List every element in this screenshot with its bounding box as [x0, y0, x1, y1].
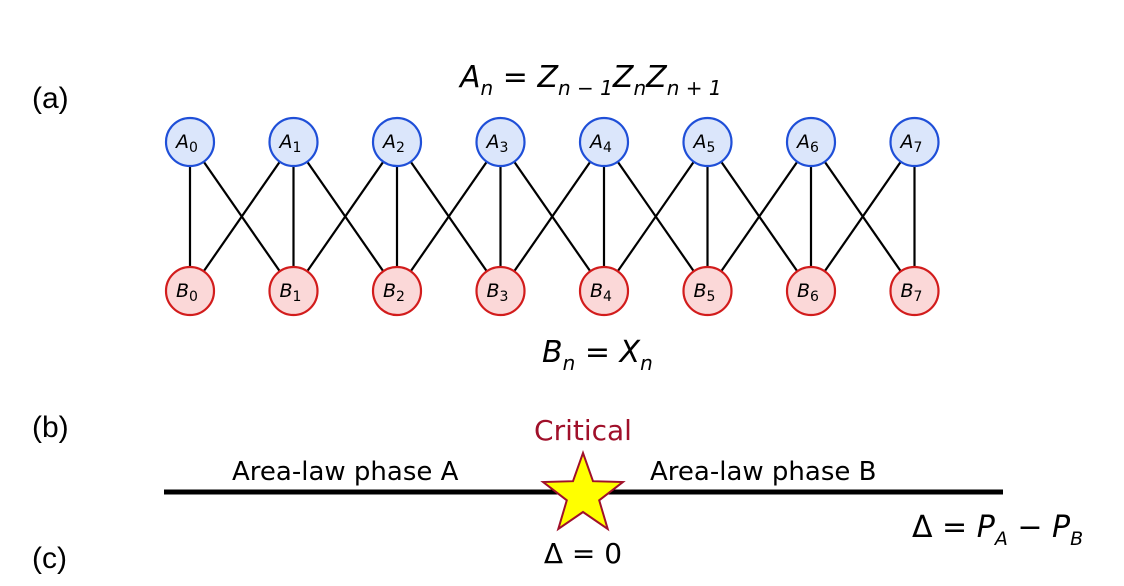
- phase-a-label: Area-law phase A: [232, 457, 459, 487]
- node-a2-label: A2: [381, 131, 405, 156]
- node-a7-label: A7: [899, 131, 923, 156]
- node-b7: B7: [889, 265, 940, 317]
- node-a6-circle: [785, 116, 837, 168]
- node-a4-label: A4: [588, 131, 612, 156]
- formula-a-s1: n − 1: [558, 76, 613, 100]
- node-b6: B6: [785, 265, 837, 317]
- formula-b-base: B: [542, 335, 563, 370]
- formula-b-x: X: [618, 335, 642, 370]
- node-b2-circle: [371, 265, 423, 317]
- formula-a-eq: =: [493, 60, 537, 95]
- node-b4: B4: [578, 265, 630, 317]
- node-b5-circle: [682, 265, 733, 317]
- node-a0-label: A0: [174, 131, 198, 156]
- edge-a7-b6: [810, 141, 916, 292]
- node-a4: A4: [578, 116, 630, 168]
- formula-b-xsub: n: [640, 351, 653, 375]
- node-a0: A0: [164, 116, 216, 168]
- formula-b-eq: =: [575, 335, 619, 370]
- critical-label: Critical: [534, 414, 632, 447]
- node-b2-label: B2: [383, 280, 405, 305]
- node-a4-circle: [578, 116, 630, 168]
- node-b6-circle: [785, 265, 837, 317]
- node-a0-circle: [164, 116, 216, 168]
- node-a6-label: A6: [795, 131, 819, 156]
- panel-label-b: (b): [32, 411, 69, 444]
- panel-label-a: (a): [32, 82, 69, 115]
- node-b7-label: B7: [901, 280, 923, 305]
- edge-a2-b1: [292, 141, 398, 292]
- critical-star-icon: [540, 450, 626, 532]
- node-b1-label: B1: [280, 280, 302, 305]
- formula-a-z3: Z: [645, 60, 668, 95]
- node-b2: B2: [371, 265, 423, 317]
- node-a7-circle: [889, 116, 940, 168]
- node-b4-circle: [578, 265, 630, 317]
- order-param-lhs: Δ =: [912, 510, 977, 545]
- node-b0-label: B0: [176, 280, 198, 305]
- formula-a-base: A: [458, 60, 481, 95]
- formula-a-z1: Z: [536, 60, 559, 95]
- formula-b: Bn = Xn: [542, 335, 653, 375]
- formula-a-s3: n + 1: [667, 76, 722, 100]
- node-b1-circle: [268, 265, 319, 317]
- node-a7: A7: [889, 116, 940, 168]
- node-b3-circle: [475, 265, 526, 317]
- order-parameter: Δ = PA − PB: [912, 510, 1083, 550]
- node-a6: A6: [785, 116, 837, 168]
- node-b3: B3: [475, 265, 526, 317]
- node-a5-circle: [682, 116, 733, 168]
- node-a3-label: A3: [485, 131, 509, 156]
- node-a1: A1: [268, 116, 319, 168]
- formula-b-sub: n: [563, 351, 576, 375]
- node-a1-circle: [268, 116, 319, 168]
- node-a2-circle: [371, 116, 423, 168]
- panel-label-c: (c): [32, 542, 67, 575]
- node-b0-circle: [164, 265, 216, 317]
- node-a3: A3: [475, 116, 526, 168]
- phase-b-label: Area-law phase B: [650, 457, 876, 487]
- node-a5: A5: [682, 116, 733, 168]
- order-param-minus: −: [1008, 510, 1052, 545]
- node-b4-label: B4: [590, 280, 612, 305]
- formula-a-z2: Z: [612, 60, 635, 95]
- edge-a5-b4: [603, 141, 709, 292]
- order-param-pa: P: [977, 510, 996, 545]
- node-b0: B0: [164, 265, 216, 317]
- node-b1: B1: [268, 265, 319, 317]
- node-b5: B5: [682, 265, 733, 317]
- node-a2: A2: [371, 116, 423, 168]
- critical-condition: Δ = 0: [544, 537, 622, 570]
- order-param-sa: A: [993, 528, 1008, 550]
- edge-a3-b2: [396, 141, 502, 292]
- formula-a-sub: n: [481, 76, 494, 100]
- order-param-pb: P: [1052, 510, 1071, 545]
- edge-a6-b5: [706, 141, 812, 292]
- node-b7-circle: [889, 265, 940, 317]
- node-a5-label: A5: [692, 131, 716, 156]
- formula-a-s2: n: [633, 76, 646, 100]
- order-param-sb: B: [1070, 528, 1083, 550]
- node-b6-label: B6: [797, 280, 819, 305]
- node-a3-circle: [475, 116, 526, 168]
- node-b3-label: B3: [487, 280, 509, 305]
- formula-a: An = Zn − 1ZnZn + 1: [458, 60, 722, 100]
- edge-a4-b3: [499, 141, 605, 292]
- edge-a1-b0: [189, 141, 295, 292]
- node-a1-label: A1: [278, 131, 302, 156]
- node-b5-label: B5: [694, 280, 716, 305]
